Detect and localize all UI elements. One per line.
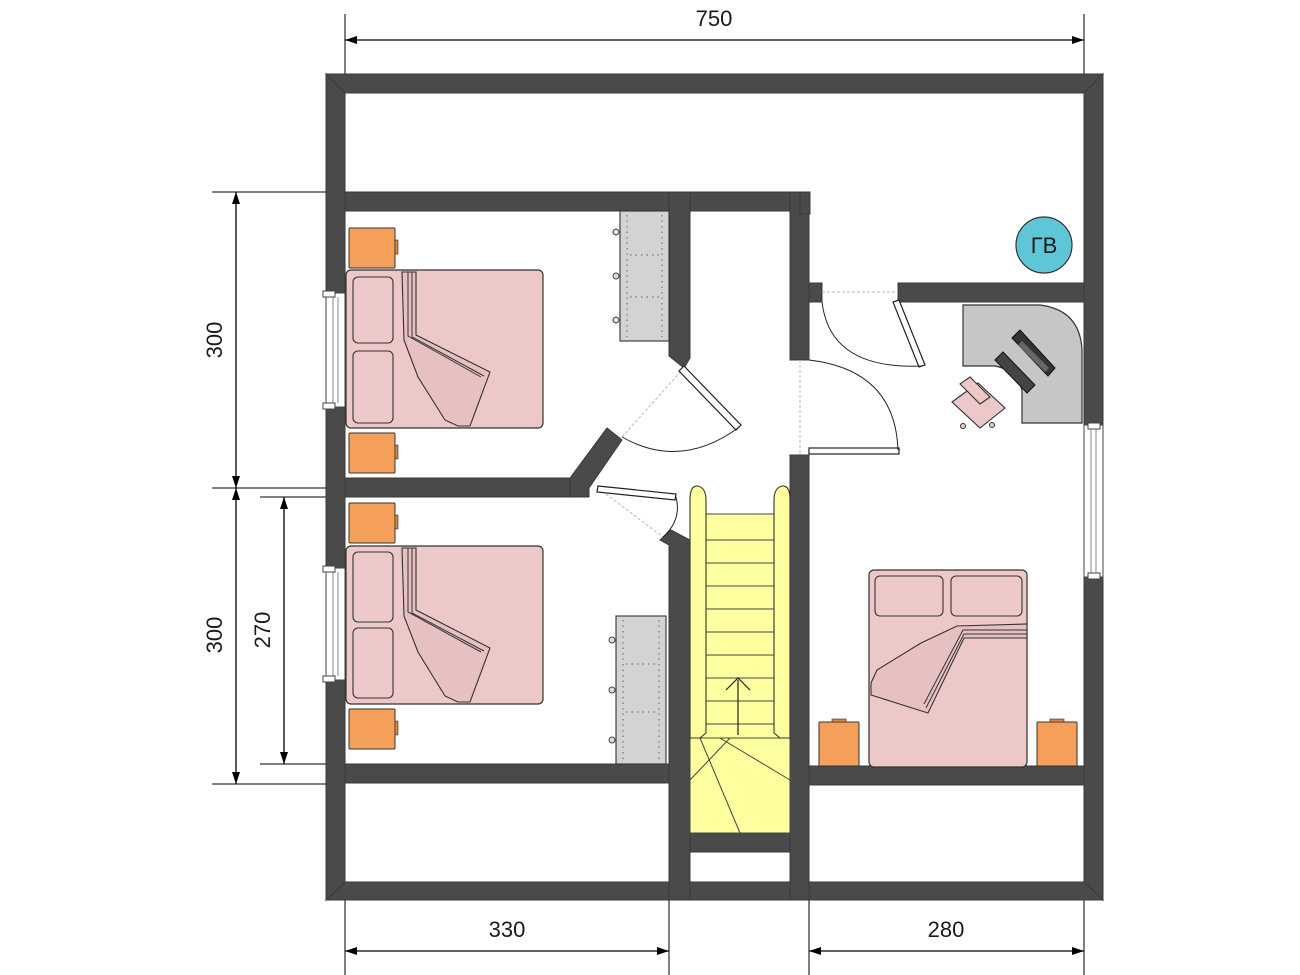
bed-2-pillow-1 xyxy=(352,551,394,623)
windows xyxy=(322,290,1104,683)
inner-wall-vertical-lower xyxy=(659,529,691,901)
dimension-left-lower-label: 300 xyxy=(202,617,227,654)
bedroom-upper-left xyxy=(345,210,670,474)
doors xyxy=(596,291,926,538)
nightstand-3 xyxy=(348,502,396,544)
inner-wall-middle xyxy=(344,477,590,498)
dimension-top: 750 xyxy=(344,6,1085,84)
bed-1-pillow-1 xyxy=(352,276,394,344)
bed-2-pillow-2 xyxy=(352,627,394,699)
outer-wall-left-3 xyxy=(325,679,346,902)
corridor-wall-right-lower xyxy=(789,454,810,901)
inner-wall-boiler-stub xyxy=(808,282,823,303)
dimension-left-inner-label: 270 xyxy=(250,612,275,649)
inner-wall-top-left xyxy=(344,191,811,212)
inner-wall-lower xyxy=(344,763,670,784)
corridor-wall-stub xyxy=(799,191,811,215)
outer-wall-left-2 xyxy=(325,406,346,569)
keyboard-icon xyxy=(994,351,1036,394)
inner-wall-boiler xyxy=(897,282,1085,303)
door-boiler-room xyxy=(821,291,926,368)
dimension-bottom-left-label: 330 xyxy=(489,917,526,942)
wardrobe-1 xyxy=(619,210,670,342)
door-right-bedroom xyxy=(799,359,900,455)
bed-1-blanket xyxy=(401,271,491,427)
nightstand-5 xyxy=(818,721,860,767)
dimension-bottom-right-label: 280 xyxy=(928,917,965,942)
bed-3-pillow-1 xyxy=(874,575,944,617)
boiler-label: ГВ xyxy=(1031,233,1058,258)
stair-body xyxy=(689,513,791,834)
door-upper-bedroom xyxy=(621,365,742,452)
bed-1-pillow-2 xyxy=(352,350,394,424)
outer-wall-right-2 xyxy=(1083,576,1104,902)
nightstand-4 xyxy=(348,708,396,750)
inner-wall-vertical-upper xyxy=(668,191,691,369)
stair-rail-right xyxy=(773,485,791,739)
dimension-bottom-right: 280 xyxy=(808,900,1085,975)
outer-wall-left-1 xyxy=(325,72,346,294)
staircase xyxy=(689,485,791,834)
bed-3-pillow-2 xyxy=(950,575,1023,617)
dimension-top-label: 750 xyxy=(696,6,733,31)
dimension-left-upper: 300 xyxy=(202,191,332,489)
walls xyxy=(324,72,1105,902)
wardrobe-2 xyxy=(615,615,667,765)
office-chair xyxy=(951,376,1006,429)
corridor-wall-right-upper xyxy=(789,191,810,361)
boiler-icon xyxy=(1015,216,1073,274)
stair-treads xyxy=(689,539,791,834)
door-lower-bedroom xyxy=(596,485,678,538)
boiler: ГВ xyxy=(1015,216,1073,274)
dimension-bottom-left: 330 xyxy=(344,900,670,975)
bed-3-blanket xyxy=(870,623,1028,714)
bedroom-lower-left xyxy=(345,502,667,765)
window-left-upper xyxy=(322,290,346,410)
inner-wall-diagonal xyxy=(569,427,623,498)
outer-wall-bottom xyxy=(324,881,1105,901)
outer-wall-right-1 xyxy=(1083,72,1104,426)
nightstand-1 xyxy=(348,227,396,269)
dimension-left-lower: 300 xyxy=(202,488,332,785)
dimension-left-upper-label: 300 xyxy=(202,322,227,359)
stair-rail-left xyxy=(689,485,707,739)
window-right xyxy=(1083,422,1104,580)
nightstand-2 xyxy=(348,432,396,474)
stair-direction-arrow xyxy=(725,677,751,735)
outer-wall-top xyxy=(324,73,1105,94)
bed-2-blanket xyxy=(401,547,491,703)
window-left-lower xyxy=(322,565,346,683)
inner-wall-right-bottom xyxy=(808,765,1085,786)
monitor-icon xyxy=(1011,329,1056,377)
nightstand-6 xyxy=(1036,721,1078,767)
bedroom-right xyxy=(818,304,1083,768)
inner-wall-stair-bottom xyxy=(689,832,791,853)
